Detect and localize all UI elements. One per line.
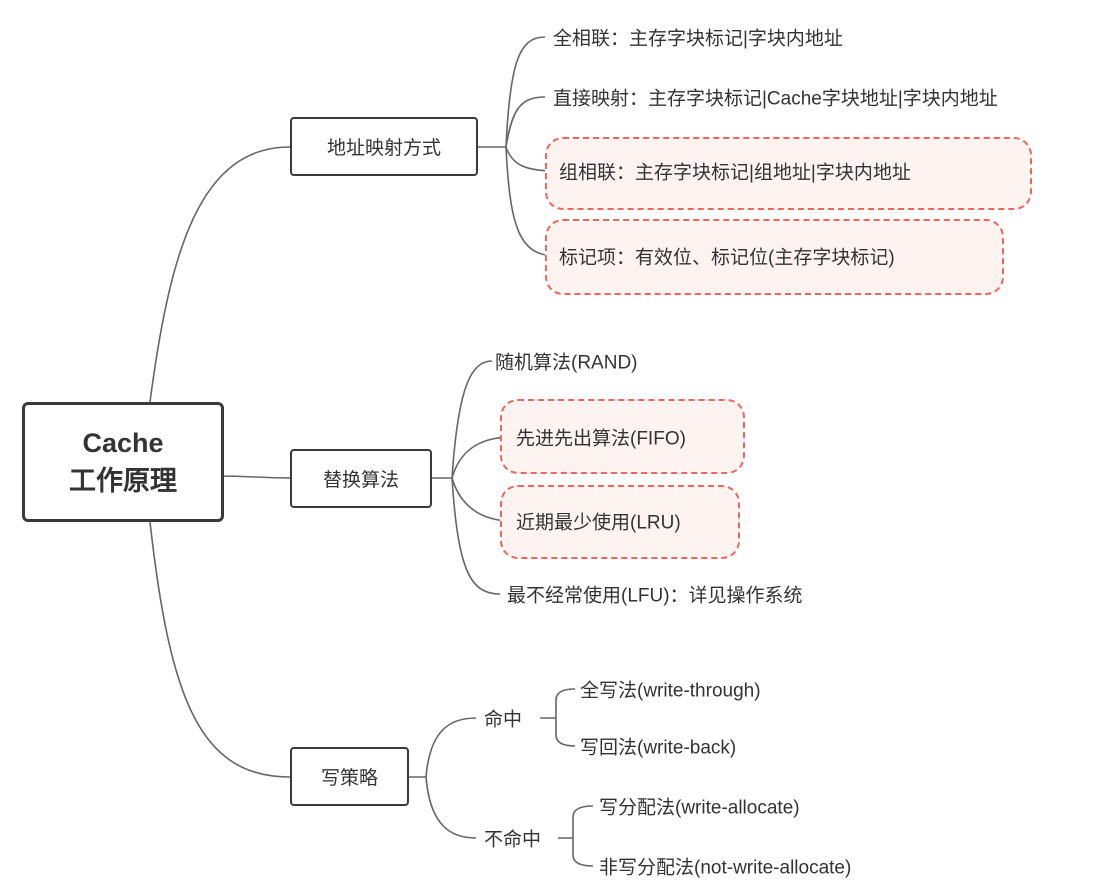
bracket-hit [540,688,576,747]
leaf-lfu[interactable]: 最不经常使用(LFU)：详见操作系统 [507,585,803,607]
leaf-direct-mapped[interactable]: 直接映射：主存字块标记|Cache字块地址|字块内地址 [553,88,998,110]
connector-write-hit [425,717,477,778]
branch-label: 替换算法 [322,470,399,491]
connector-replace-4 [451,477,501,595]
highlight-fifo [500,399,745,474]
leaf-set-associative[interactable]: 组相联：主存字块标记|组地址|字块内地址 [559,162,911,184]
connector-write-miss [425,776,477,839]
connector-replace-1 [451,360,493,479]
branch-address-mapping[interactable]: 地址映射方式 [290,117,478,176]
node-miss[interactable]: 不命中 [484,829,542,851]
root-node[interactable]: Cache 工作原理 [22,402,224,522]
connector-address-1 [505,36,546,148]
leaf-write-back[interactable]: 写回法(write-back) [580,737,737,759]
branch-label: 地址映射方式 [326,138,441,159]
highlight-tag-entry [545,219,1004,295]
leaf-write-through[interactable]: 全写法(write-through) [580,680,761,702]
leaf-not-write-allocate[interactable]: 非写分配法(not-write-allocate) [599,857,852,879]
leaf-rand[interactable]: 随机算法(RAND) [495,352,638,374]
connector-root-write [149,521,291,778]
connector-root-replace [218,475,291,479]
branch-write-policy[interactable]: 写策略 [290,747,409,806]
leaf-fifo[interactable]: 先进先出算法(FIFO) [516,428,686,450]
root-title: Cache [82,428,164,458]
highlight-set-associative [545,137,1032,210]
bracket-miss [558,805,594,867]
leaf-fully-associative[interactable]: 全相联：主存字块标记|字块内地址 [553,28,843,50]
leaf-tag-entry[interactable]: 标记项：有效位、标记位(主存字块标记) [559,247,895,269]
branch-replacement[interactable]: 替换算法 [290,449,432,508]
connector-root-address [149,146,291,403]
node-hit[interactable]: 命中 [484,709,523,731]
leaf-write-allocate[interactable]: 写分配法(write-allocate) [599,797,800,819]
root-subtitle: 工作原理 [69,466,177,496]
highlight-lru [500,485,740,559]
branch-label: 写策略 [320,768,378,789]
leaf-lru[interactable]: 近期最少使用(LRU) [516,512,681,534]
connector-address-2 [505,96,546,148]
